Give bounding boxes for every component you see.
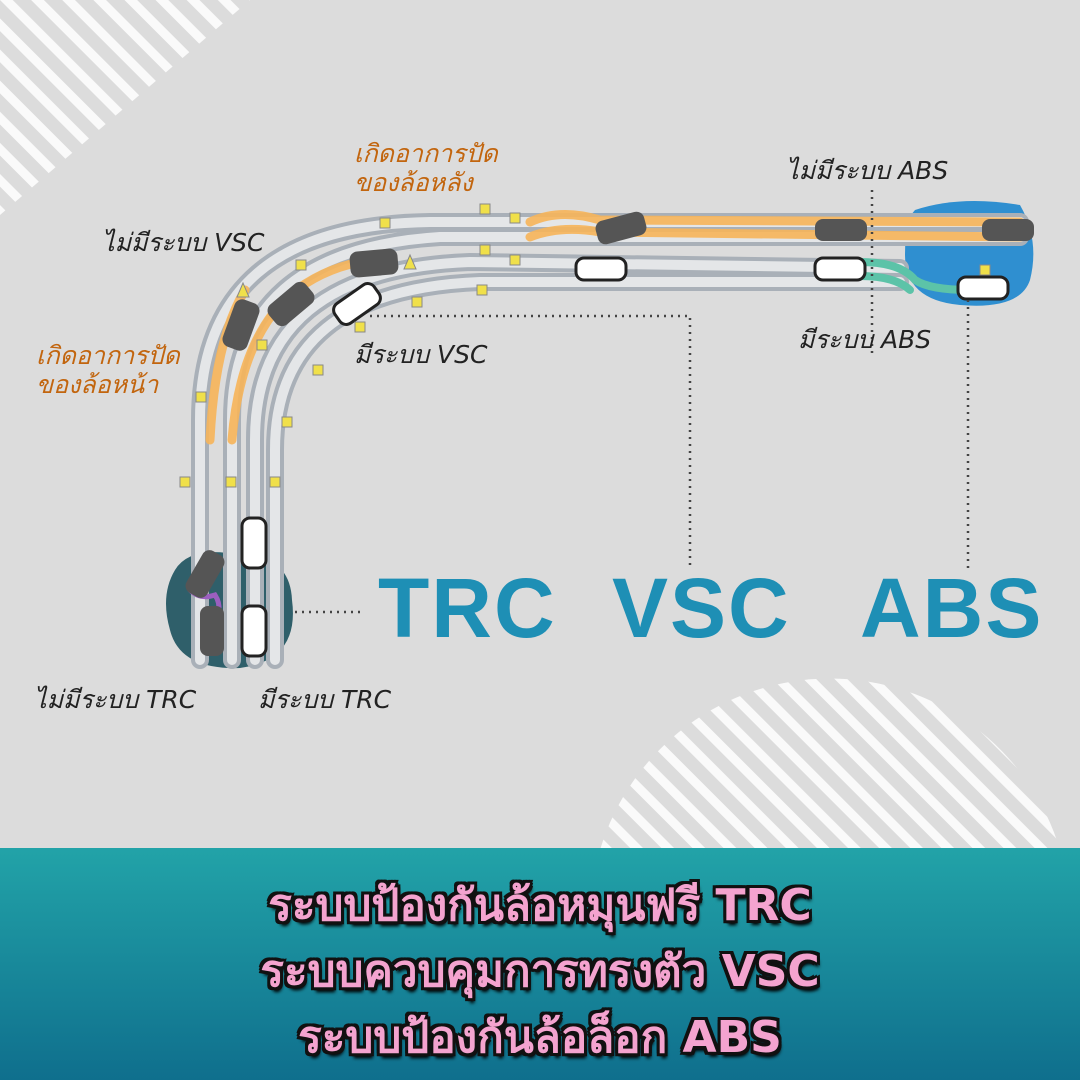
system-vsc: VSC	[612, 561, 791, 655]
road	[187, 209, 1029, 669]
label-no-trc: ไม่มีระบบ TRC	[34, 685, 197, 714]
label-rear-skid: เกิดอาการปัด ของล้อหลัง	[354, 139, 498, 198]
leader-lines	[295, 190, 970, 614]
label-has-vsc: มีระบบ VSC	[354, 340, 488, 369]
label-has-abs: มีระบบ ABS	[798, 325, 932, 354]
label-no-vsc: ไม่มีระบบ VSC	[102, 228, 265, 257]
banner-line-vsc: ระบบควบคุมการทรงตัว VSC	[260, 946, 820, 997]
label-rear-skid-line1: เกิดอาการปัด	[354, 139, 498, 168]
label-front-skid-line2: ของล้อหน้า	[36, 369, 159, 399]
system-abs: ABS	[860, 561, 1044, 655]
label-no-abs: ไม่มีระบบ ABS	[786, 156, 949, 185]
banner-line-abs: ระบบป้องกันล้อล็อก ABS	[298, 1012, 782, 1063]
cars	[185, 211, 1034, 658]
label-rear-skid-line2: ของล้อหลัง	[354, 167, 473, 197]
banner-line-trc: ระบบป้องกันล้อหมุนฟรี TRC	[268, 880, 812, 931]
cone-markers	[179, 203, 991, 488]
label-front-skid-line1: เกิดอาการปัด	[36, 341, 180, 370]
label-front-skid: เกิดอาการปัด ของล้อหน้า	[36, 341, 180, 400]
system-trc: TRC	[378, 561, 557, 655]
title-banner: ระบบป้องกันล้อหมุนฟรี TRC ระบบควบคุมการท…	[0, 848, 1080, 1080]
stripe-decoration-bottom-right	[600, 678, 1060, 850]
label-has-trc: มีระบบ TRC	[258, 685, 392, 714]
road-diagram	[0, 0, 1060, 850]
stripe-decoration-top-left	[0, 0, 250, 215]
